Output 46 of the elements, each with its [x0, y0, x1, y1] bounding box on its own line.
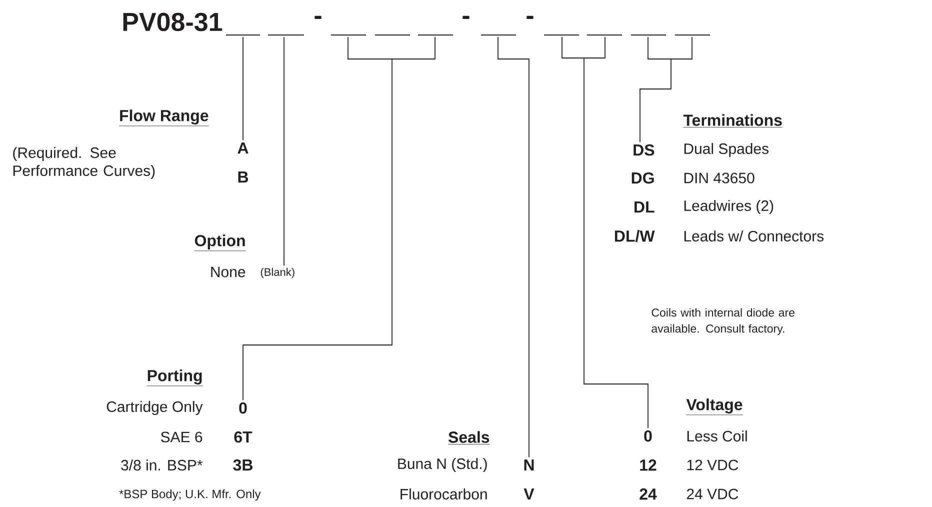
option-description: DIN 43650 — [684, 172, 754, 184]
option-code: 3B — [233, 459, 252, 471]
separator-dash: - — [462, 16, 470, 19]
leader-line — [562, 36, 648, 429]
option-description: 3/8 in. BSP* — [121, 460, 203, 470]
option-note: (Blank) — [260, 268, 294, 278]
option-code: DL — [634, 202, 654, 212]
option-description: Less Coil — [687, 430, 747, 442]
leader-line — [640, 36, 692, 143]
section-heading: Porting — [146, 370, 203, 386]
option-code: B — [238, 172, 248, 182]
option-code: A — [238, 142, 248, 154]
option-description: Dual Spades — [684, 143, 769, 157]
option-description: Fluorocarbon — [400, 488, 487, 500]
option-code: 0 — [644, 430, 652, 442]
option-code: 6T — [234, 431, 252, 443]
option-description: Leads w/ Connectors — [684, 230, 824, 242]
note-text: Coils with internal diode are available. Consult factory. — [652, 308, 794, 335]
option-description: Leadwires (2) — [684, 200, 774, 214]
leader-line — [242, 36, 436, 401]
option-description: (Required. See Performance Curves) — [13, 147, 155, 179]
option-code: DL/W — [615, 230, 655, 242]
section-heading: Flow Range — [118, 110, 209, 126]
option-description: SAE 6 — [160, 432, 202, 442]
option-code: V — [524, 488, 534, 500]
option-description: Buna N (Std.) — [398, 458, 487, 472]
section-heading: Option — [194, 234, 246, 252]
option-code: DS — [634, 144, 654, 156]
section-heading: Voltage — [686, 398, 743, 416]
option-code: DG — [632, 172, 654, 184]
separator-dash: - — [314, 16, 322, 19]
option-code: 24 — [640, 488, 657, 500]
option-code: N — [524, 460, 534, 470]
section-heading: Terminations — [683, 114, 783, 128]
option-description: None — [211, 266, 246, 278]
option-description: Cartridge Only — [106, 401, 203, 415]
footnote-text: *BSP Body; U.K. Mfr. Only — [119, 489, 261, 501]
option-description: 24 VDC — [686, 488, 738, 500]
part-number: PV08-31 — [123, 12, 222, 32]
separator-dash: - — [526, 16, 534, 19]
option-code: 12 — [640, 459, 656, 471]
option-code: 0 — [239, 402, 247, 414]
option-description: 12 VDC — [687, 460, 738, 470]
leader-line — [242, 36, 244, 141]
leader-line — [498, 36, 530, 458]
section-heading: Seals — [448, 431, 490, 444]
